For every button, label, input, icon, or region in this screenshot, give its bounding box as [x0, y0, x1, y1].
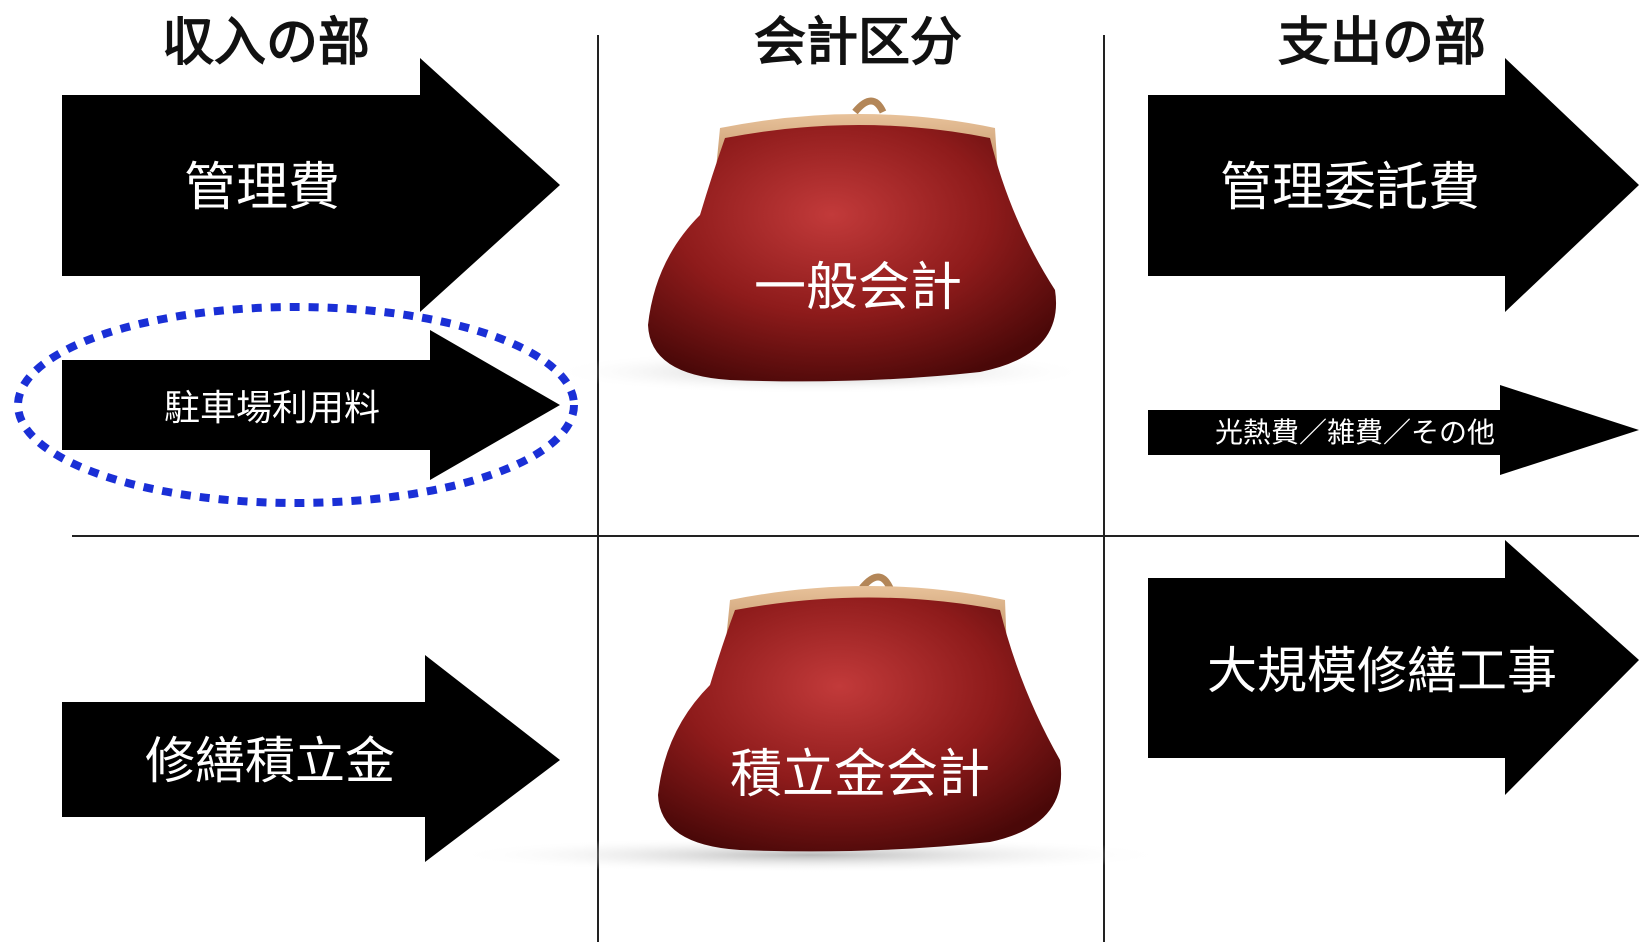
reserve-purse-shadow [450, 837, 1170, 873]
general-account-purse: 一般会計 [550, 97, 1090, 394]
reserve-account-purse: 積立金会計 [450, 573, 1170, 873]
label-major-repair: 大規模修繕工事 [1207, 642, 1557, 700]
arrow-major-repair [1148, 540, 1639, 795]
label-reserve-account: 積立金会計 [730, 745, 990, 805]
header-expense: 支出の部 [1278, 13, 1486, 73]
arrow-repair-reserve [62, 655, 560, 862]
header-accounts: 会計区分 [754, 13, 962, 73]
arrow-parking-fee [62, 330, 560, 480]
label-repair-reserve: 修繕積立金 [145, 732, 395, 790]
general-purse-body [648, 125, 1057, 382]
arrow-management-fee [62, 58, 560, 312]
header-income: 収入の部 [162, 13, 370, 73]
reserve-purse-body [658, 597, 1062, 852]
arrow-management-contract [1148, 58, 1639, 312]
label-utilities-misc: 光熱費／雑費／その他 [1215, 416, 1495, 449]
arrow-utilities-misc [1148, 385, 1639, 475]
label-general-account: 一般会計 [754, 258, 962, 318]
label-parking-fee: 駐車場利用料 [164, 388, 380, 429]
parking-fee-highlight-ellipse [14, 303, 578, 507]
general-purse-clasp [852, 97, 887, 115]
label-management-contract: 管理委託費 [1220, 158, 1480, 218]
reserve-purse-clasp [859, 573, 894, 591]
label-management-fee: 管理費 [184, 158, 340, 218]
